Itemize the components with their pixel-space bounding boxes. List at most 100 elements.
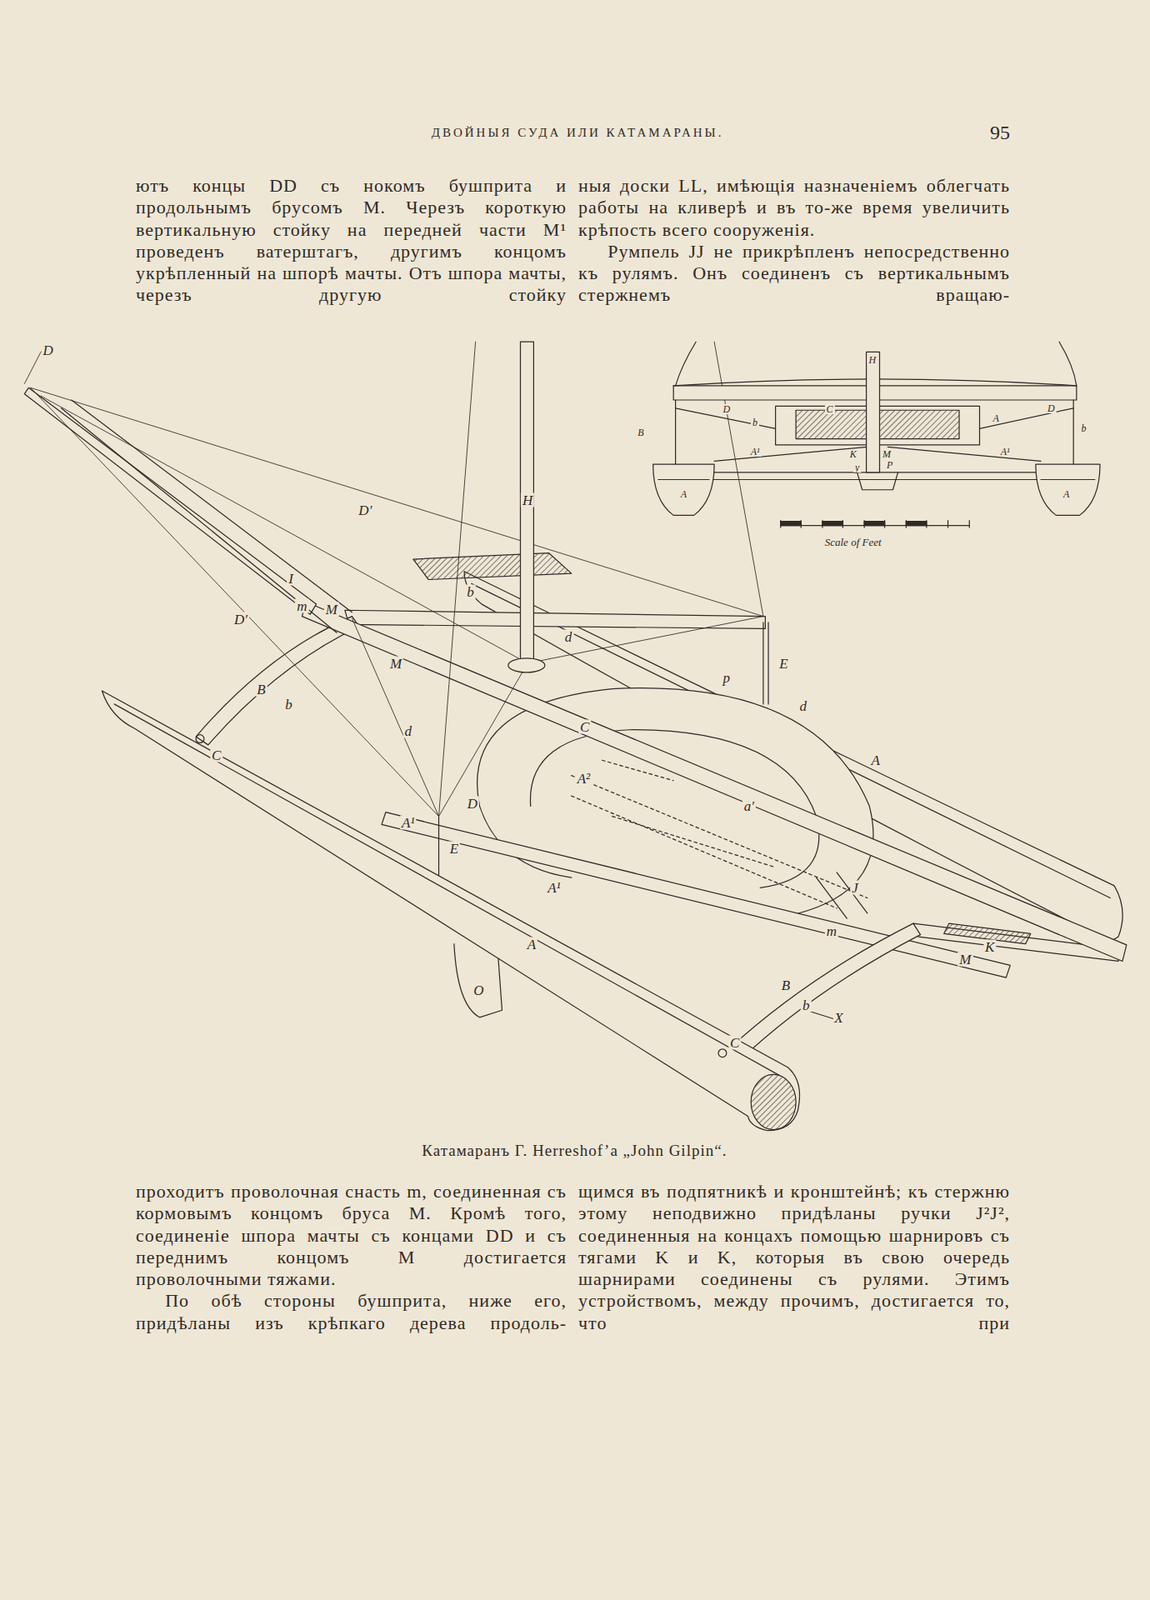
figure-label: M: [388, 655, 404, 670]
page-number: 95: [990, 121, 1010, 145]
figure-label: C: [728, 1035, 741, 1050]
inset-section-part: [658, 479, 1095, 480]
figure-label: b: [800, 998, 812, 1013]
near-hull-part: [101, 690, 800, 1131]
figure-label: D: [40, 343, 55, 358]
figure-label: I: [286, 571, 295, 586]
scale-bar: [780, 520, 970, 528]
aft-beam-part: [726, 923, 921, 1061]
body-text: щимся въ подпятникѣ и кронштейнѣ; къ сте…: [578, 1180, 1010, 1335]
body-text: ютъ концы DD съ нокомъ бушприта и продол…: [135, 175, 567, 307]
text-column: проходитъ проволочная снасть m, соединен…: [135, 1180, 567, 1335]
spars-part: [60, 400, 352, 633]
figure-label: M: [880, 449, 893, 460]
figure-label: b: [283, 696, 295, 711]
text-column: щимся въ подпятникѣ и кронштейнѣ; къ сте…: [578, 1180, 1010, 1335]
scale-bar-part: [780, 521, 927, 526]
near-hull-part: [750, 1074, 796, 1130]
aft-beam: [726, 923, 921, 1061]
figure-caption: Катамаранъ Г. Herreshof’a „John Gilpin“.: [421, 1141, 727, 1160]
body-text: Румпель JJ не прикрѣпленъ непосредственн…: [578, 240, 1010, 307]
figure-label: d: [563, 630, 575, 645]
figure-label: D: [1045, 403, 1057, 414]
figure-label: C: [578, 719, 591, 734]
body-text: По обѣ стороны бушприта, ниже его, придѣ…: [135, 1290, 567, 1335]
figure-label: M: [957, 952, 973, 967]
scale-bar-part: [780, 520, 970, 528]
figure-label: D: [465, 795, 480, 810]
figure-label: b: [1079, 423, 1088, 434]
figure-label: d: [403, 723, 415, 738]
rigging-part: [439, 341, 476, 816]
figure-label: A: [1061, 489, 1071, 500]
mast: [508, 341, 545, 673]
figure-label: B: [780, 977, 792, 992]
figure-label: A¹: [545, 880, 562, 895]
mast-part: [508, 658, 545, 673]
text-column: ютъ концы DD съ нокомъ бушприта и продол…: [135, 175, 567, 307]
frame-beams-part: [413, 553, 572, 580]
figure-label: m: [295, 599, 309, 614]
figure-label: A¹: [999, 446, 1012, 457]
figure-label: C: [210, 748, 223, 763]
near-hull-part: [718, 1049, 727, 1058]
rigging: [24, 341, 764, 816]
near-hull-part: [195, 735, 205, 744]
figure-label: E: [777, 655, 790, 670]
inset-section-part: [857, 472, 899, 490]
figure-label: D′: [232, 612, 250, 627]
figure-label: D: [720, 404, 732, 415]
rigging-part: [30, 387, 764, 616]
figure-label: M: [324, 602, 340, 617]
inset-section-part: [866, 351, 880, 472]
text-column: ныя доски LL, имѣющія назначеніемъ облег…: [578, 175, 1010, 307]
figure-label: A: [869, 753, 881, 768]
figure-label: E: [448, 840, 460, 855]
figure-label: D′: [356, 503, 374, 518]
figure-label: A: [679, 489, 689, 500]
frame-beams-part: [195, 616, 360, 745]
figure-label: B: [635, 427, 645, 438]
figure-label: a′: [742, 799, 756, 814]
figure-label: d: [797, 699, 809, 714]
rigging-part: [40, 395, 528, 664]
figure-label: H: [867, 355, 879, 365]
figure-label: A¹: [400, 815, 416, 830]
figure-label: m: [825, 923, 839, 938]
figure-label: O: [471, 982, 485, 997]
frame-beams-part: [439, 622, 770, 880]
inset-section-part: [678, 472, 1097, 480]
inset-section-part: [1035, 464, 1100, 515]
figure-label: X: [832, 1010, 845, 1025]
figure-label: p: [721, 670, 733, 685]
figure-label: P: [885, 460, 895, 470]
figure-label: K: [983, 940, 996, 955]
inset-section: [653, 341, 1100, 515]
frame-beams-part: [816, 872, 868, 919]
body-text: проходитъ проволочная снасть m, соединен…: [135, 1180, 567, 1290]
spars: [24, 387, 1126, 961]
figure-label: B: [255, 681, 267, 696]
rigging-part: [351, 618, 439, 817]
figure-label: A¹: [749, 446, 762, 457]
figure-label: A: [525, 936, 538, 951]
frame-beams-part: [345, 610, 765, 629]
figure-label: A²: [575, 771, 592, 786]
inset-section-part: [653, 464, 715, 515]
frame-beams-part: [381, 812, 1010, 978]
rigging-part: [30, 387, 440, 816]
figure-label: H: [520, 493, 535, 508]
rigging-part: [527, 616, 764, 664]
figure-label: C: [824, 404, 835, 415]
figure-label: b: [465, 585, 476, 600]
figure-label: J: [850, 880, 860, 895]
running-head: ДВОЙНЫЯ СУДА ИЛИ КАТАМАРАНЫ.: [431, 125, 725, 140]
figure-label: b: [750, 417, 760, 428]
near-hull: [101, 690, 800, 1131]
mast-part: [520, 341, 534, 666]
figure-label: y: [853, 462, 861, 473]
figure-label: A: [990, 413, 1000, 424]
scale-label: Scale of Feet: [823, 536, 884, 548]
